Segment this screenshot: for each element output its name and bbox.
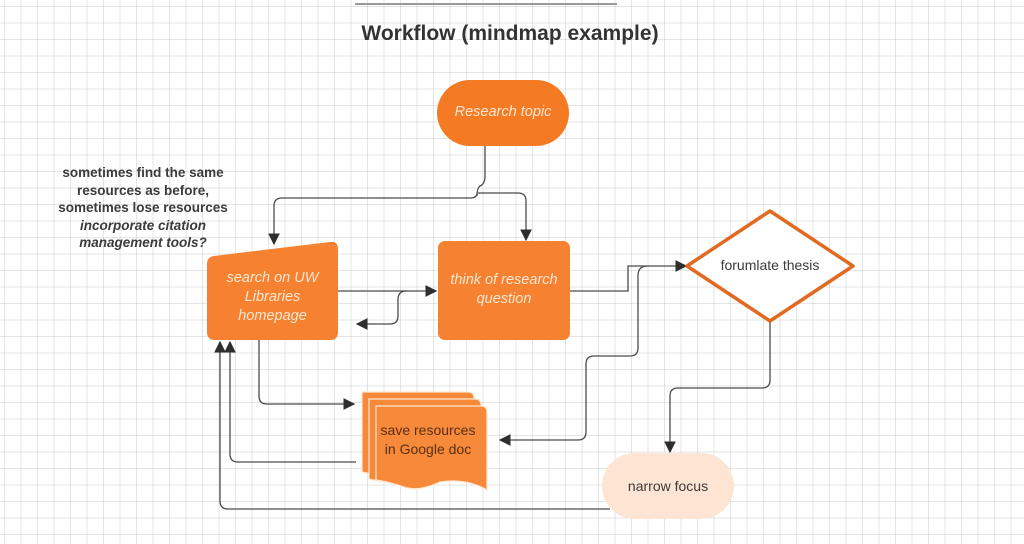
- annotation-line: sometimes lose resources: [58, 200, 228, 215]
- node-think-question[interactable]: [438, 241, 570, 340]
- annotation-line: sometimes find the same: [62, 165, 224, 180]
- node-research-topic[interactable]: [437, 80, 569, 146]
- annotation-note: sometimes find the same resources as bef…: [38, 164, 248, 252]
- connector-topic-to-question[interactable]: [478, 192, 532, 242]
- title-divider: [355, 3, 617, 5]
- connector-topic-to-search[interactable]: [268, 146, 486, 246]
- connectors: [214, 146, 771, 510]
- connector-thesis-to-narrow[interactable]: [664, 322, 771, 454]
- annotation-line: resources as before,: [76, 182, 210, 198]
- node-narrow-focus[interactable]: [602, 453, 734, 519]
- page-title: Workflow (mindmap example): [361, 22, 659, 45]
- node-save-resources[interactable]: [361, 391, 488, 492]
- node-formulate-thesis[interactable]: [685, 209, 855, 323]
- connector-save-to-search[interactable]: [224, 340, 356, 463]
- connector-question-to-thesis[interactable]: [570, 260, 688, 292]
- connector-search-to-save[interactable]: [258, 340, 356, 410]
- connector-narrow-to-search[interactable]: [214, 340, 610, 510]
- node-search-uw[interactable]: [207, 241, 338, 340]
- annotation-question: management tools?: [79, 235, 207, 250]
- annotation-question: incorporate citation: [79, 217, 206, 233]
- connector-question-to-search[interactable]: [355, 290, 407, 330]
- connector-thesis-to-save[interactable]: [498, 265, 648, 446]
